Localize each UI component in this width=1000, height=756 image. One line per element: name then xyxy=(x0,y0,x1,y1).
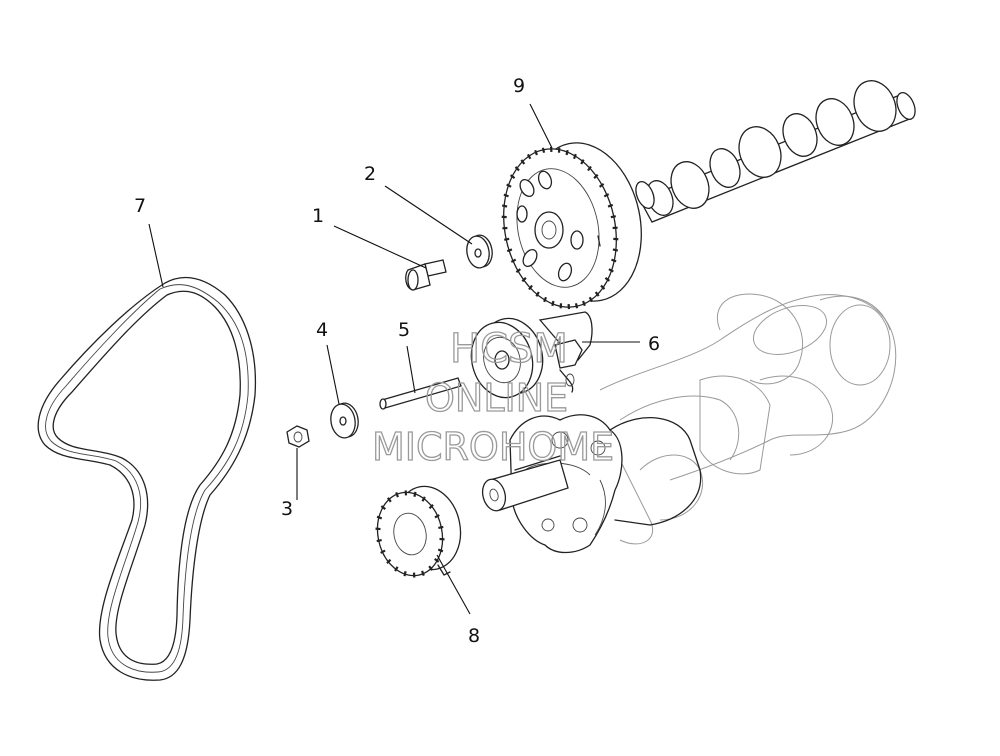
gear-tooth xyxy=(376,515,383,520)
gear-tooth xyxy=(580,159,585,165)
gear-tooth xyxy=(543,296,547,303)
gear-tooth xyxy=(503,193,509,198)
gear-tooth xyxy=(380,549,386,554)
gear-tooth xyxy=(610,215,616,219)
gear-tooth xyxy=(515,268,522,273)
gear-tooth xyxy=(506,183,512,188)
gear-tooth xyxy=(386,497,392,503)
timing-belt xyxy=(37,276,257,681)
callout-2: 2 xyxy=(364,163,376,185)
gear-tooth xyxy=(376,538,382,543)
gear-tooth xyxy=(611,258,617,263)
crankshaft-nose xyxy=(481,455,569,512)
gear-tooth xyxy=(526,153,532,160)
gear-tooth xyxy=(437,548,444,553)
gear-tooth xyxy=(394,566,399,572)
washer-lower xyxy=(330,402,359,439)
gear-tooth xyxy=(587,165,592,172)
gear-tooth xyxy=(501,204,508,208)
gear-tooth xyxy=(403,570,407,577)
callout-9: 9 xyxy=(513,75,525,97)
callout-8: 8 xyxy=(468,625,480,647)
crankshaft-sprocket xyxy=(375,485,462,578)
callout-4: 4 xyxy=(316,319,328,341)
gear-tooth xyxy=(504,237,510,241)
gear-tooth xyxy=(521,277,527,283)
gear-tooth xyxy=(534,149,538,156)
gear-tooth xyxy=(380,505,386,510)
watermark: HCSM ONLINE MICROHOME xyxy=(371,325,614,469)
gear-tooth xyxy=(434,558,440,563)
nut xyxy=(286,425,310,448)
gear-tooth xyxy=(509,174,516,180)
watermark-line-3: MICROHOME xyxy=(372,425,614,469)
washer-upper xyxy=(466,234,493,269)
gear-tooth xyxy=(438,525,444,530)
gear-tooth xyxy=(588,296,594,303)
bolt xyxy=(405,259,447,291)
gear-tooth xyxy=(510,258,517,263)
gear-tooth xyxy=(428,565,434,571)
gear-tooth xyxy=(506,248,513,253)
gear-tooth xyxy=(421,496,426,502)
gear-tooth xyxy=(541,147,546,153)
gear-tooth xyxy=(574,303,579,309)
gear-tooth xyxy=(603,193,610,198)
belt-tensioner xyxy=(470,311,593,399)
leader-lines xyxy=(148,103,640,615)
gear-tooth xyxy=(565,149,569,156)
gear-tooth xyxy=(434,514,440,519)
camshaft xyxy=(635,80,916,223)
gear-tooth xyxy=(551,300,555,307)
callout-1: 1 xyxy=(312,205,324,227)
gear-tooth xyxy=(520,159,526,165)
gear-tooth xyxy=(386,558,392,564)
gear-tooth xyxy=(593,173,599,179)
gear-tooth xyxy=(594,291,600,297)
callout-6: 6 xyxy=(648,333,660,355)
camshaft-gear xyxy=(501,142,642,310)
gear-tooth xyxy=(514,166,520,172)
gear-tooth xyxy=(428,504,434,510)
gear-tooth xyxy=(528,284,533,291)
gear-tooth xyxy=(604,276,611,282)
gear-tooth xyxy=(600,284,606,290)
callout-labels: 1 2 3 4 5 6 7 8 9 xyxy=(134,75,660,647)
watermark-line-2: ONLINE xyxy=(425,376,568,420)
gear-tooth xyxy=(582,300,586,307)
callout-7: 7 xyxy=(134,195,146,217)
gear-tooth xyxy=(608,268,614,273)
crankshaft-ghost xyxy=(599,293,897,545)
gear-tooth xyxy=(598,183,605,188)
gear-tooth xyxy=(413,491,417,498)
gear-tooth xyxy=(535,291,540,297)
gear-tooth xyxy=(421,570,425,576)
pin xyxy=(379,377,462,410)
callout-5: 5 xyxy=(398,319,410,341)
callout-3: 3 xyxy=(281,498,293,520)
gear-tooth xyxy=(395,492,399,498)
gear-tooth xyxy=(612,248,619,252)
gear-tooth xyxy=(607,203,614,208)
watermark-line-1: HCSM xyxy=(450,326,568,372)
gear-tooth xyxy=(573,153,577,160)
